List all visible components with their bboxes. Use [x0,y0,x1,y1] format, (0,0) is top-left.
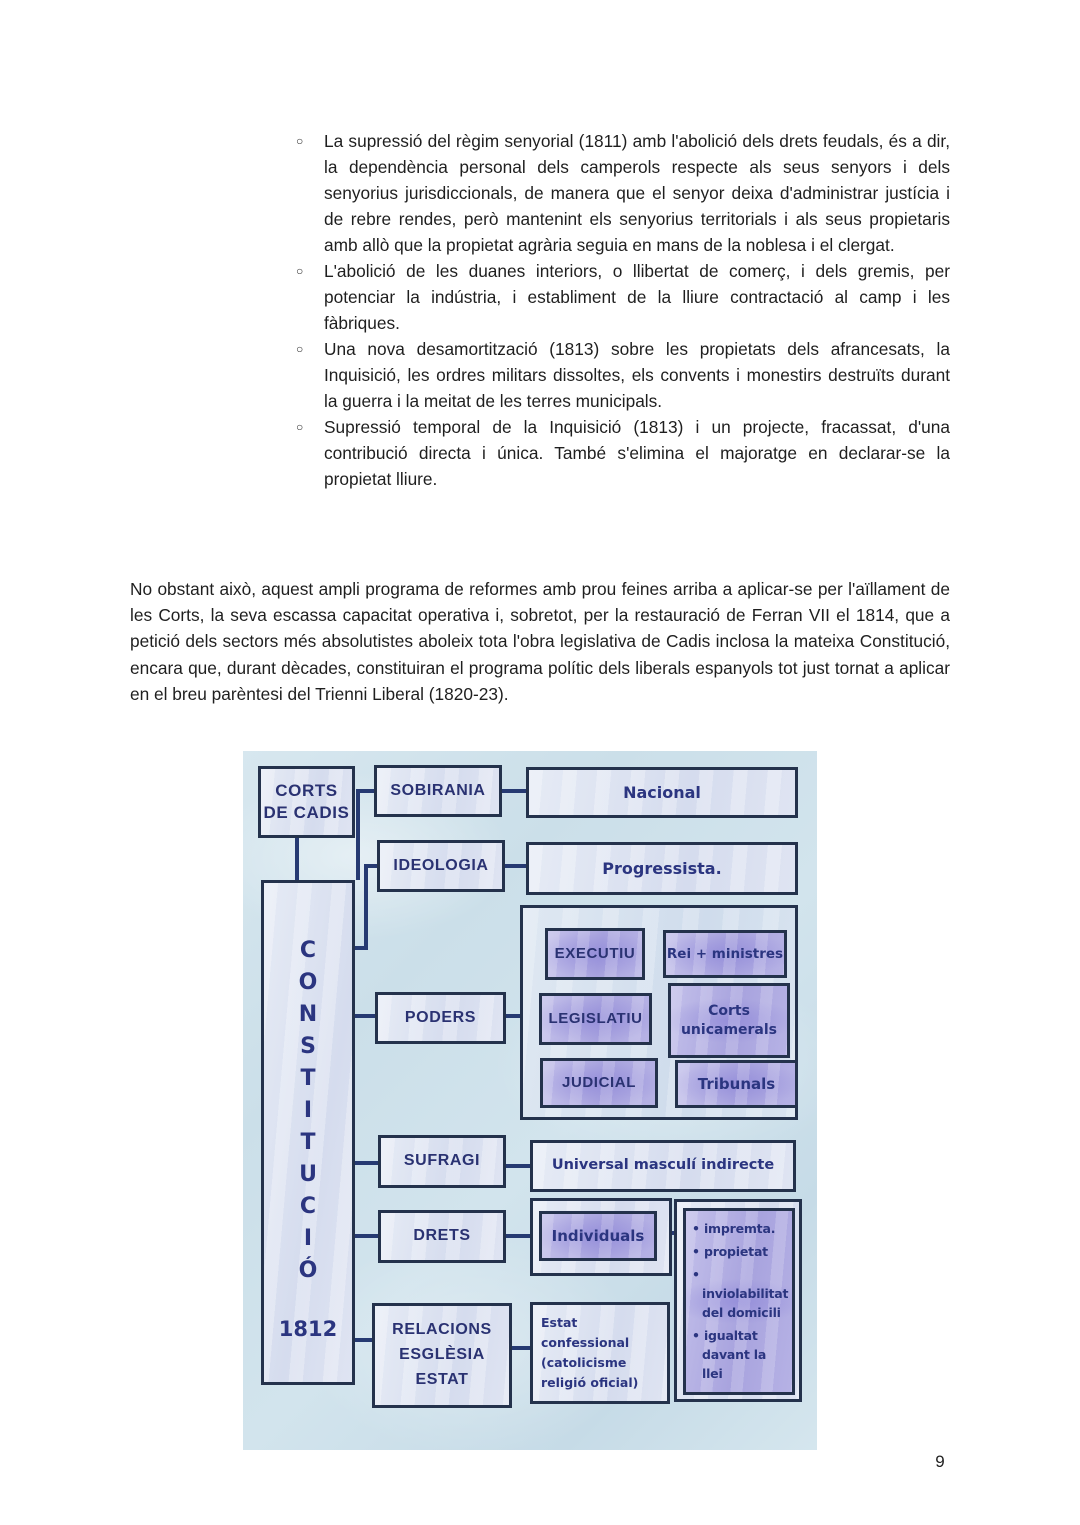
drets-items-panel: impremta. propietat inviolabilitat del d… [683,1208,795,1395]
drets-item: propietat [692,1242,788,1261]
node-judicial-value: Tribunals [675,1060,798,1108]
node-sufragi: SUFRAGI [378,1135,506,1188]
connector-line [355,1014,375,1018]
list-item: ○ La supressió del règim senyorial (1811… [296,128,950,258]
constitucio-letter: N [298,1002,318,1027]
node-executiu-value: Rei + ministres [663,930,787,978]
bullet-text: L'abolició de les duanes interiors, o ll… [324,261,950,333]
bullet-text: Una nova desamortització (1813) sobre le… [324,339,950,411]
connector-line [356,789,360,880]
node-ideologia: IDEOLOGIA [377,840,505,892]
node-sufragi-value: Universal masculí indirecte [530,1140,796,1192]
bullet-marker: ○ [296,264,304,278]
node-individuals: Individuals [539,1211,657,1261]
constitucio-letter: Ó [298,1258,318,1283]
node-ideologia-value: Progressista. [526,842,798,895]
constitucio-letter: I [303,1098,313,1123]
constitucio-letter: C [299,938,317,963]
node-sobirania: SOBIRANIA [374,765,502,817]
connector-line [506,1164,530,1168]
bullet-list: ○ La supressió del règim senyorial (1811… [296,128,950,492]
connector-line [506,1234,530,1238]
page-number: 9 [935,1452,945,1471]
list-item: ○ Supressió temporal de la Inquisició (1… [296,414,950,492]
node-constitucio-1812: C O N S T I T U C I Ó 1812 [261,880,355,1385]
node-executiu: EXECUTIU [545,928,645,980]
constitucio-letter: S [300,1034,316,1059]
constitucio-letter: C [299,1194,317,1219]
constitucio-letter: T [300,1130,316,1155]
connector-line [355,946,368,950]
node-judicial: JUDICIAL [540,1058,658,1108]
connector-line [506,1014,520,1018]
node-legislatiu: LEGISLATIU [539,993,652,1045]
drets-item: impremta. [692,1219,788,1238]
node-legislatiu-value: Corts unicamerals [668,983,790,1058]
constitucio-letter: T [300,1066,316,1091]
list-item: ○ L'abolició de les duanes interiors, o … [296,258,950,336]
bullet-marker: ○ [296,342,304,356]
bullet-text: Supressió temporal de la Inquisició (181… [324,417,950,489]
connector-line [356,789,374,793]
list-item: ○ Una nova desamortització (1813) sobre … [296,336,950,414]
node-drets: DRETS [378,1210,506,1263]
constitucio-letter: U [299,1162,317,1187]
node-estat-confessional: Estat confessional (catolicisme religió … [530,1302,670,1404]
node-sobirania-value: Nacional [526,767,798,818]
bullet-marker: ○ [296,420,304,434]
constitucio-letter: O [298,970,318,995]
bullet-text: La supressió del règim senyorial (1811) … [324,131,950,255]
connector-line [505,864,526,868]
bullet-marker: ○ [296,134,304,148]
connector-line [355,1234,378,1238]
node-poders: PODERS [375,992,506,1044]
connector-line [364,864,368,950]
node-corts-de-cadis: CORTS DE CADIS [258,766,355,838]
constitucio-year: 1812 [278,1317,338,1341]
connector-line [512,1346,530,1350]
connector-line [295,838,299,880]
drets-item: igualtat davant la llei [692,1326,788,1383]
connector-line [368,864,377,868]
node-relacions-esglesia-estat: RELACIONS ESGLÈSIA ESTAT [372,1303,512,1408]
drets-item: inviolabilitat del domicili [692,1265,789,1322]
connector-line [355,1161,378,1165]
connector-line [502,789,526,793]
constitucio-letter: I [303,1226,313,1251]
constitution-diagram: CORTS DE CADIS C O N S T I T U C I Ó 181… [243,751,817,1450]
body-paragraph: No obstant això, aquest ampli programa d… [130,579,950,704]
connector-line [355,1338,372,1342]
